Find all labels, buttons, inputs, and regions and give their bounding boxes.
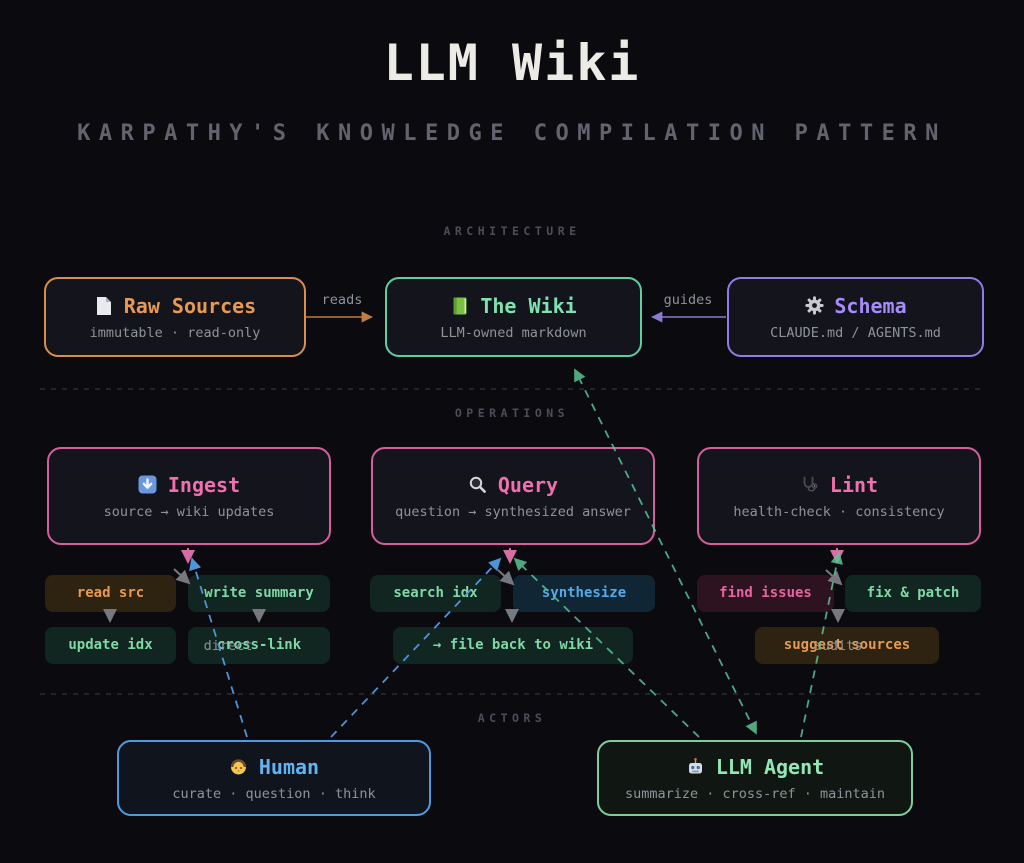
chip-synthesize-label: synthesize [541, 585, 627, 601]
node-ingest-subtitle: source → wiki updates [103, 503, 275, 520]
node-query: Query question → synthesized answer [371, 447, 655, 545]
page-subtitle: KARPATHY'S KNOWLEDGE COMPILATION PATTERN [77, 121, 947, 146]
edge-label-guides: guides [663, 292, 713, 308]
node-query-subtitle: question → synthesized answer [395, 503, 631, 520]
node-the-wiki: The Wiki LLM-owned markdown [385, 277, 642, 357]
node-lint: Lint health-check · consistency [697, 447, 981, 545]
chip-fix-patch: fix & patch [845, 575, 981, 612]
node-ingest-title: Ingest [167, 472, 241, 497]
chip-search-idx: search idx [370, 575, 501, 612]
magnifier-icon [468, 475, 488, 495]
node-the-wiki-title: The Wiki [480, 293, 577, 318]
node-lint-subtitle: health-check · consistency [733, 503, 945, 520]
chip-file-back-to-wiki-label: → file back to wiki [432, 637, 594, 653]
node-llm-agent: LLM Agent summarize · cross-ref · mainta… [597, 740, 913, 816]
person-icon [229, 757, 249, 777]
chip-write-summary: write summary [188, 575, 330, 612]
node-schema-subtitle: CLAUDE.md / AGENTS.md [770, 324, 941, 341]
download-icon [138, 475, 158, 495]
section-label-architecture: ARCHITECTURE [443, 224, 581, 238]
chip-update-idx-label: update idx [68, 637, 153, 653]
gear-icon [804, 296, 824, 316]
node-schema: Schema CLAUDE.md / AGENTS.md [727, 277, 984, 357]
node-llm-agent-title: LLM Agent [715, 754, 825, 779]
chip-write-summary-label: write summary [204, 585, 314, 601]
chip-read-src-label: read src [76, 585, 145, 601]
node-schema-title: Schema [834, 293, 907, 318]
node-raw-sources-subtitle: immutable · read-only [89, 324, 261, 341]
node-human: Human curate · question · think [117, 740, 431, 816]
edge-agent-to-wiki [574, 368, 757, 735]
node-the-wiki-subtitle: LLM-owned markdown [440, 324, 587, 341]
chip-find-issues-label: find issues [719, 585, 812, 601]
node-human-subtitle: curate · question · think [172, 785, 376, 802]
edge-label-direct: direct [203, 638, 253, 654]
node-ingest: Ingest source → wiki updates [47, 447, 331, 545]
stethoscope-icon [800, 475, 820, 495]
edge-label-audits: audits [813, 638, 863, 654]
node-query-title: Query [497, 472, 559, 497]
node-raw-sources-title: Raw Sources [123, 293, 257, 318]
chip-read-src: read src [45, 575, 176, 612]
chip-find-issues: find issues [697, 575, 834, 612]
chip-file-back-to-wiki: → file back to wiki [393, 627, 633, 664]
chip-update-idx: update idx [45, 627, 176, 664]
chip-fix-patch-label: fix & patch [866, 585, 960, 601]
node-llm-agent-subtitle: summarize · cross-ref · maintain [624, 785, 886, 802]
section-label-actors: ACTORS [477, 711, 547, 725]
section-label-operations: OPERATIONS [454, 406, 570, 420]
node-human-title: Human [258, 754, 320, 779]
chip-synthesize: synthesize [513, 575, 655, 612]
node-lint-title: Lint [829, 472, 879, 497]
chip-search-idx-label: search idx [393, 585, 478, 601]
node-raw-sources: Raw Sources immutable · read-only [44, 277, 306, 357]
edge-read-src-to-write-summary [173, 568, 191, 585]
robot-icon [686, 757, 706, 777]
page-title: LLM Wiki [383, 34, 641, 92]
file-icon [94, 296, 114, 316]
book-icon [450, 296, 470, 316]
edge-label-reads: reads [321, 292, 363, 308]
